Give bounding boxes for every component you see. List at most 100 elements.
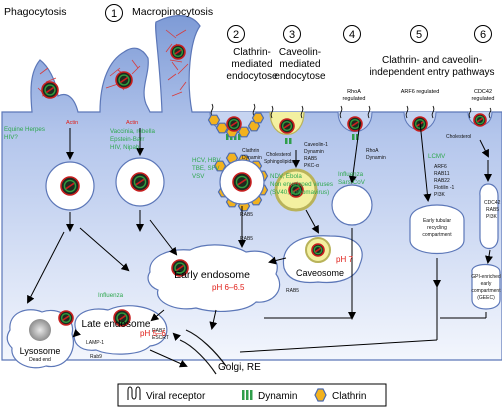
independent-title-2: independent entry pathways xyxy=(369,67,494,78)
arf6-factor-5: PI3K xyxy=(434,192,446,198)
macro-virus-1: Vaccinia, rubella xyxy=(110,128,155,135)
clathrin-title-2: mediated xyxy=(231,59,272,70)
actin-filaments xyxy=(37,29,189,97)
step-4-circle xyxy=(343,25,361,43)
virus-particle xyxy=(130,172,150,192)
virus-particle xyxy=(171,259,189,277)
clathrin-virus-3: VSV xyxy=(192,173,205,180)
late-endosome xyxy=(73,305,168,355)
virus-particle xyxy=(115,71,133,89)
virus-particle xyxy=(60,176,80,196)
macro-virus-2: Epstein-Barr xyxy=(110,136,144,143)
dynamin-legend-icon xyxy=(242,390,253,400)
clathrin-hexagon xyxy=(215,122,229,134)
arf6-factor-2: RAB11 xyxy=(434,171,450,177)
virus-particles xyxy=(41,44,487,327)
rab5-label-a: RAB5 xyxy=(240,212,253,218)
actin-label-1: Actin xyxy=(66,120,78,126)
actin-label-2: Actin xyxy=(126,120,138,126)
clathrin-virus-2: TBE, SFV xyxy=(192,165,220,172)
clathrin-hexagon xyxy=(207,114,221,126)
step-6-circle xyxy=(474,25,492,43)
virus-particle xyxy=(279,118,295,134)
early-endosome-label: Early endosome xyxy=(174,269,250,281)
early-endosome-ph: pH 6–6.5 xyxy=(212,283,245,292)
rhoa-vesicle xyxy=(331,184,373,226)
caveolin-virus-3: (SV40, polyomavirus) xyxy=(270,189,329,196)
legend: Viral receptor Dynamin Clathrin xyxy=(117,383,387,407)
macropinocytosis-label: Macropinocytosis xyxy=(132,6,213,18)
arf6-regulated: ARF6 regulated xyxy=(401,89,440,95)
recycling-lines xyxy=(239,286,487,353)
step-1-number: 1 xyxy=(111,8,117,20)
caveolin-factor-1: Caveolin-1 xyxy=(304,142,328,148)
recycling-label-2: recycling xyxy=(427,225,447,231)
virus-particle xyxy=(473,113,487,127)
arf6-factor-1: ARF6 xyxy=(434,164,447,170)
macro-virus-3: HIV, Nipah xyxy=(110,144,140,151)
caveolin-factor-3: RAB5 xyxy=(304,156,317,162)
step-6-number: 6 xyxy=(480,29,486,41)
rhoa-regulated-1: RhoA xyxy=(347,89,361,95)
recycling-label-3: compartment xyxy=(422,232,452,238)
virus-particle xyxy=(113,309,131,327)
late-endosome-label: Late endosome xyxy=(82,319,151,330)
rhoa-regulated-2: regulated xyxy=(343,96,366,102)
rab9-label: Rab9 xyxy=(90,354,102,360)
rhoa-virus-1: Influenza xyxy=(338,171,364,178)
virus-particle xyxy=(41,81,59,99)
lysosome-label: Lysosome xyxy=(20,346,61,356)
geec-label-4: (GEEC) xyxy=(477,295,495,301)
receptor-legend-icon xyxy=(127,386,141,400)
caveosome-label: Caveosome xyxy=(296,268,344,278)
clathrin-legend-icon xyxy=(314,388,327,402)
phago-virus-2: HIV? xyxy=(4,134,18,141)
cdc42-regulated-2: regulated xyxy=(472,96,495,102)
late-endosome-ph: pH 5–6 xyxy=(140,329,166,338)
step-2-circle xyxy=(227,25,245,43)
caveosome-ph: pH 7 xyxy=(336,255,353,264)
rab5-label-c: RAB5 xyxy=(286,288,299,294)
caveolin-factor-4: PKC-α xyxy=(304,163,319,169)
lysosome-sub: Dead end xyxy=(29,357,51,363)
caveolin-title-1: Caveolin- xyxy=(279,47,321,58)
arf6-factor-4: Flotilin -1 xyxy=(434,185,455,191)
step-1-circle xyxy=(105,4,123,22)
cholesterol-6: Cholesterol xyxy=(446,134,471,140)
cdc42-factor-1: CDC42 xyxy=(484,200,501,206)
geec-label-2: early xyxy=(481,281,492,287)
step-5-circle xyxy=(410,25,428,43)
clathrin-hexagon xyxy=(237,126,251,138)
caveolin-virus-1: NDV, Ebola xyxy=(270,173,302,180)
virus-particle xyxy=(58,310,74,326)
phago-virus-1: Equine Herpes xyxy=(4,126,45,133)
legend-clathrin: Clathrin xyxy=(332,391,366,402)
clathrin-factor-1: Clathrin xyxy=(242,148,259,154)
caveolin-title-2: mediated xyxy=(279,59,320,70)
virus-particle xyxy=(226,116,242,132)
independent-title-1: Clathrin- and caveolin- xyxy=(382,55,482,66)
rhoa-factor-2: Dynamin xyxy=(366,155,386,161)
caveolin-virus-2: Non enveloped viruses xyxy=(270,181,333,188)
rhoa-factor-1: RhoA xyxy=(366,148,379,154)
step-3-number: 3 xyxy=(289,29,295,41)
late-endosome-virus: Influenza xyxy=(98,292,124,299)
step-5-number: 5 xyxy=(416,29,422,41)
cholesterol-1: Cholesterol xyxy=(266,152,291,158)
clathrin-factor-2: Dynamin xyxy=(242,155,262,161)
legend-receptor: Viral receptor xyxy=(146,391,206,402)
viral-receptors xyxy=(210,103,492,119)
legend-dynamin: Dynamin xyxy=(258,391,297,402)
geec-label-1: GPI-enriched xyxy=(471,274,501,280)
cdc42-factor-3: PI3K xyxy=(486,214,498,220)
arf6-factor-3: RAB22 xyxy=(434,178,450,184)
sphingolipids: Sphingolipids xyxy=(264,159,294,165)
caveolin-title-3: endocytose xyxy=(274,71,326,82)
golgi-apparatus xyxy=(179,329,227,375)
rhoa-virus-2: Sars-CoV xyxy=(338,179,366,186)
step-4-number: 4 xyxy=(349,29,355,41)
arf6-virus: LCMV xyxy=(428,153,446,160)
virus-particle xyxy=(170,44,186,60)
recycling-label-1: Early tubular xyxy=(423,218,451,224)
